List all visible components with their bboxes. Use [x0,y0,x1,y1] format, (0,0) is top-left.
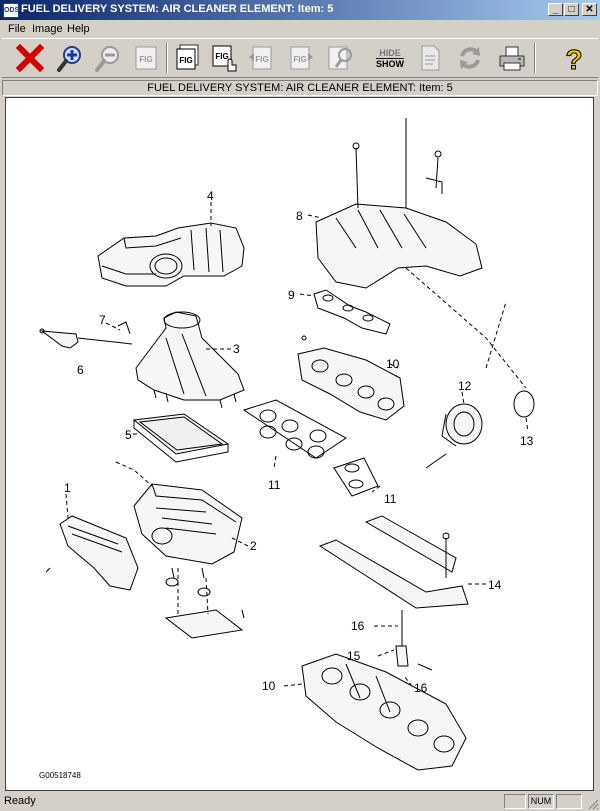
zoom-out-button[interactable] [92,41,124,75]
part-intake-duct [97,222,245,287]
find-figure-button[interactable] [324,41,356,75]
refresh-icon [460,47,480,69]
figure-list-button[interactable]: FIG [172,41,204,75]
hide-label: HIDE [379,47,401,58]
toolbar-separator [166,43,168,73]
callout-11-right: 11 [384,492,397,506]
callout-3: 3 [233,342,240,356]
callout-11-left: 11 [268,478,281,492]
zoom-out-icon [95,46,119,72]
figure-button[interactable]: FIG [130,41,162,75]
part-fuel-injector [395,610,433,671]
callout-16-lower: 16 [414,681,428,695]
help-button[interactable]: ? [558,41,590,75]
window-title: FUEL DELIVERY SYSTEM: AIR CLEANER ELEMEN… [21,3,334,15]
part-throttle-body [425,403,483,469]
part-manifold-gasket [313,289,391,335]
print-button[interactable] [496,41,528,75]
callout-9: 9 [288,288,295,302]
help-question-icon: ? [565,44,583,74]
image-caption: FUEL DELIVERY SYSTEM: AIR CLEANER ELEMEN… [2,80,598,96]
part-air-cleaner-housing [133,483,243,597]
svg-text:FIG: FIG [215,52,228,61]
callout-10-upper: 10 [386,357,400,371]
part-air-filter-element [132,413,230,463]
callout-5: 5 [125,428,132,442]
callout-4: 4 [207,189,214,203]
previous-figure-button[interactable]: FIG [246,41,278,75]
resize-grip-icon[interactable] [587,798,599,810]
callout-16-upper: 16 [351,619,365,633]
previous-figure-icon: FIG [249,46,272,70]
svg-text:FIG: FIG [255,55,268,64]
callout-15: 15 [347,649,361,663]
refresh-button[interactable] [454,41,486,75]
minimize-button[interactable]: _ [548,3,563,16]
maximize-button[interactable]: □ [564,3,579,16]
figure-icon: FIG [135,46,157,70]
callout-7: 7 [99,313,106,327]
figure-hand-icon: FIG [212,45,237,72]
callout-1: 1 [64,481,71,495]
menu-file[interactable]: File [8,23,26,35]
part-mass-air-flow-sensor [39,321,133,349]
status-bar: Ready NUM [0,792,600,811]
callout-12: 12 [458,379,472,393]
callout-2: 2 [250,539,257,553]
part-upper-intake-manifold [315,118,483,289]
close-image-button[interactable] [14,41,46,75]
next-figure-icon: FIG [290,46,313,70]
title-bar: ODS FUEL DELIVERY SYSTEM: AIR CLEANER EL… [0,0,600,20]
toolbar-separator [534,43,536,73]
close-window-button[interactable]: ✕ [582,3,597,16]
printer-icon [499,46,525,71]
svg-text:FIG: FIG [179,56,192,65]
svg-text:FIG: FIG [139,55,152,64]
menu-image[interactable]: Image [32,23,63,35]
status-pane-empty [504,794,526,809]
hide-show-button[interactable]: HIDE SHOW [372,41,408,75]
part-lower-intake-manifold-bottom [301,653,467,771]
part-air-cleaner-cover [135,311,245,409]
document-button[interactable] [414,41,446,75]
next-figure-button[interactable]: FIG [284,41,316,75]
part-port-gaskets-large [242,399,347,459]
illustration-canvas[interactable]: 4 7 3 6 5 1 2 8 9 10 11 11 12 13 14 16 1… [5,97,594,791]
callout-leaders-left [65,202,249,615]
callout-14: 14 [488,578,502,592]
toolbar: FIG FIG FIG FIG FIG [2,38,598,78]
part-lower-intake-manifold [297,335,405,421]
num-lock-indicator: NUM [528,794,554,809]
zoom-in-icon [57,46,81,72]
part-mounting-bracket [164,609,245,639]
part-throttle-gasket [513,390,535,418]
callout-10-lower: 10 [262,679,276,693]
callout-6: 6 [77,363,84,377]
figure-id: G00518748 [39,771,81,780]
part-resonator [45,515,139,591]
exploded-parts-diagram: 4 7 3 6 5 1 2 8 9 10 11 11 12 13 14 16 1… [39,118,535,771]
zoom-in-button[interactable] [54,41,86,75]
callout-leaders-right [273,214,529,687]
svg-text:FIG: FIG [293,55,306,64]
red-x-icon [16,44,44,72]
figure-select-button[interactable]: FIG [208,41,240,75]
find-figure-icon [328,46,352,70]
svg-text:?: ? [565,44,582,73]
status-text: Ready [4,795,36,807]
part-fuel-rail [318,515,469,609]
figure-list-icon: FIG [176,44,199,70]
app-icon: ODS [3,3,19,18]
menu-bar: File Image Help [0,20,600,38]
menu-help[interactable]: Help [67,23,90,35]
part-port-gaskets-small [333,457,379,497]
callout-13: 13 [520,434,534,448]
status-pane-scroll [556,794,582,809]
callout-8: 8 [296,209,303,223]
document-icon [421,45,440,71]
show-label: SHOW [376,57,404,69]
